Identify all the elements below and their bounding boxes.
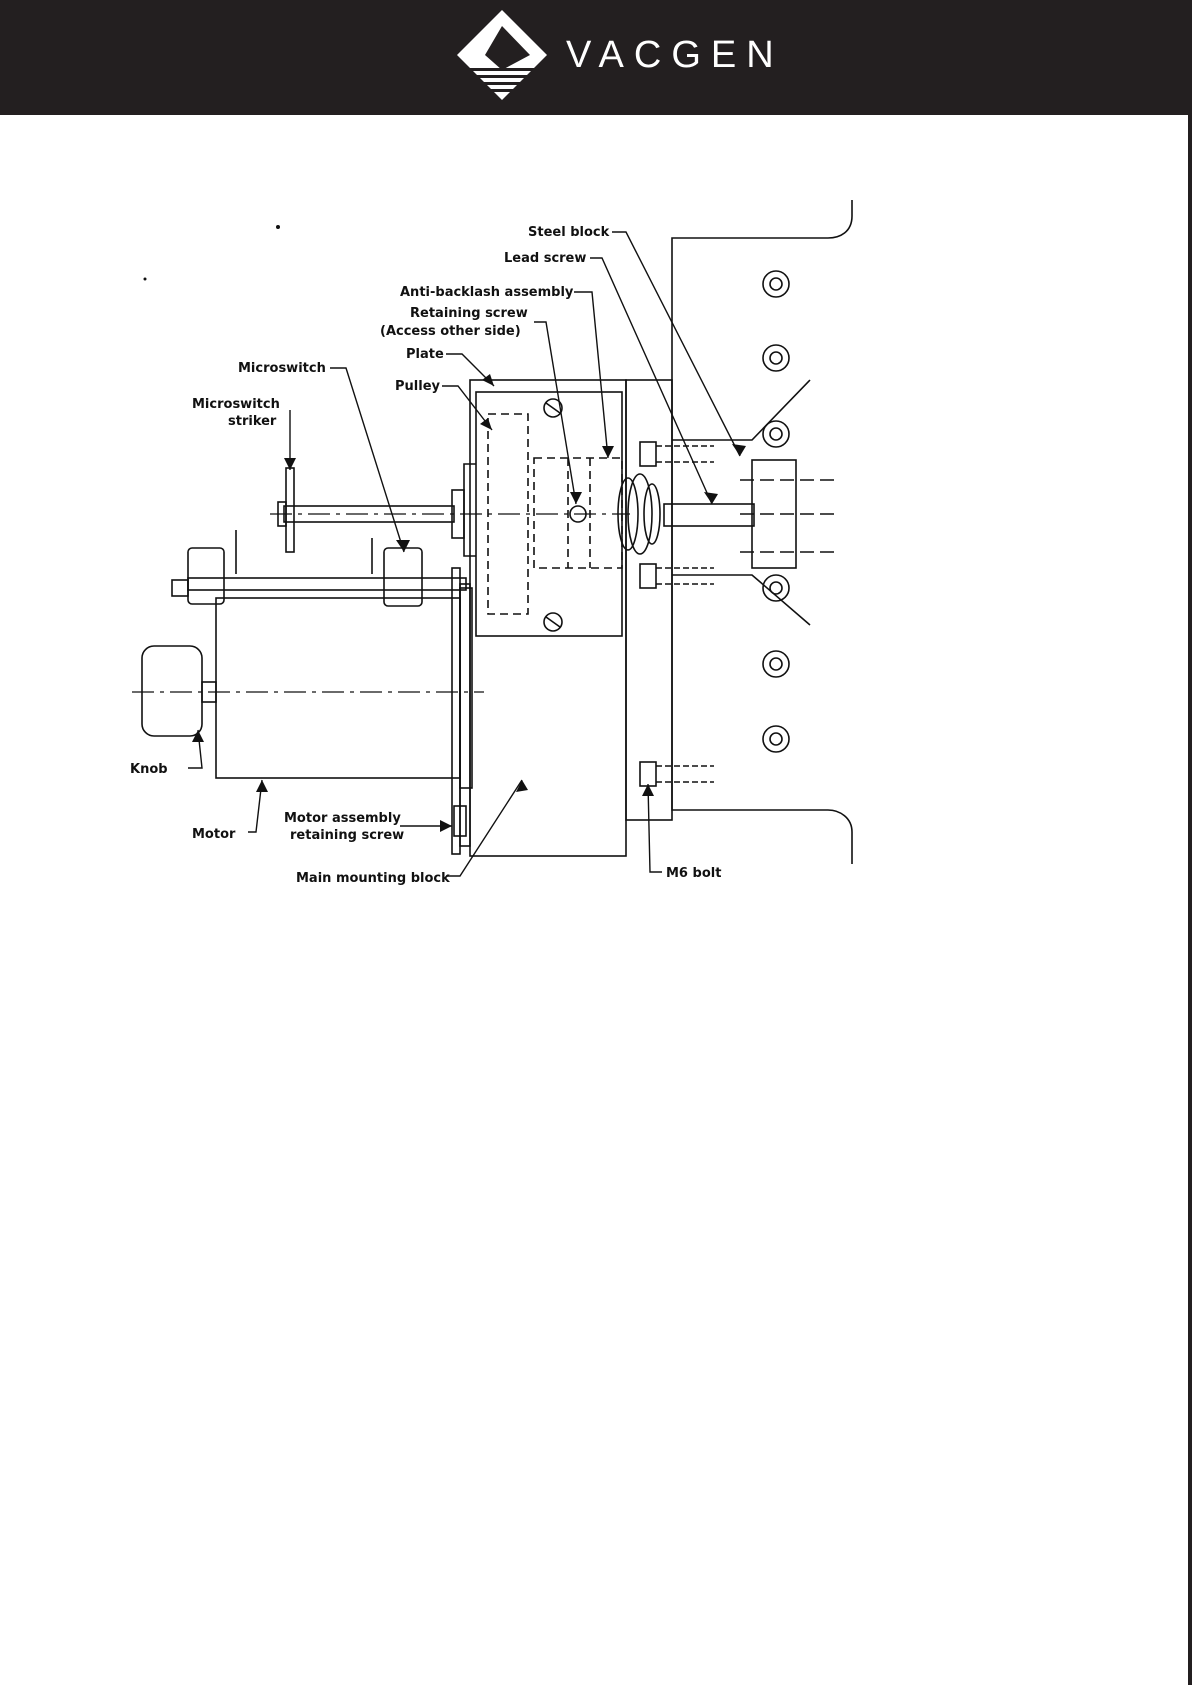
lead-screw xyxy=(664,504,754,526)
label-m6-bolt: M6 bolt xyxy=(666,866,721,881)
label-anti-backlash-assembly: Anti-backlash assembly xyxy=(400,285,574,300)
chamber-flange xyxy=(672,200,852,864)
label-microswitch: Microswitch xyxy=(238,361,326,376)
label-steel-block: Steel block xyxy=(528,225,610,240)
label-pulley: Pulley xyxy=(395,379,441,394)
label-retaining-screw: Retaining screw xyxy=(410,306,528,321)
label-motor: Motor xyxy=(192,827,236,842)
anti-backlash-hidden xyxy=(534,458,622,568)
label-microswitch-striker-2: striker xyxy=(228,414,277,429)
label-microswitch-striker: Microswitch xyxy=(192,397,280,412)
label-knob: Knob xyxy=(130,762,168,777)
label-motor-assembly: Motor assembly xyxy=(284,811,401,826)
label-lead-screw: Lead screw xyxy=(504,251,586,266)
label-plate: Plate xyxy=(406,347,444,362)
knob xyxy=(142,646,202,736)
motor xyxy=(216,598,460,778)
label-main-mounting-block: Main mounting block xyxy=(296,871,450,886)
label-motor-retaining-screw: retaining screw xyxy=(290,828,404,843)
flange-bolt-hole-icon xyxy=(763,271,789,752)
microswitch-left xyxy=(188,548,224,604)
label-retaining-screw-note: (Access other side) xyxy=(380,324,521,339)
